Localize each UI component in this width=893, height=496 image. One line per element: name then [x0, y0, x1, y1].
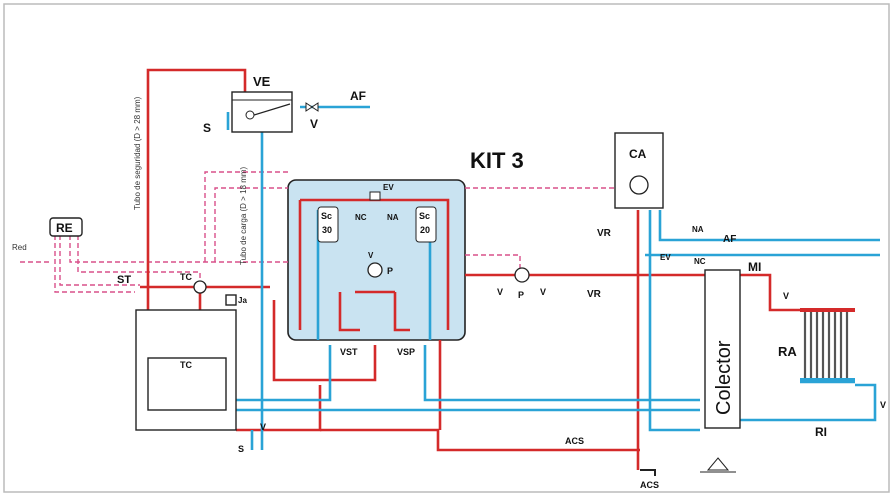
ground-icon: [700, 457, 736, 473]
tubo-seguridad-label: Tubo de seguridad (D > 28 mm): [133, 96, 142, 210]
sc20-label-a: Sc: [419, 211, 430, 221]
ra-label: RA: [778, 344, 797, 359]
pump-icon: [514, 267, 530, 283]
sc30-tank: [317, 206, 339, 243]
valve-icon: [305, 102, 313, 112]
pump-icon: [367, 262, 383, 278]
mi-label: MI: [748, 260, 761, 274]
radiator: [800, 308, 855, 382]
ve-label: VE: [253, 74, 271, 89]
ca-label: CA: [629, 147, 647, 161]
tc-sensor-icon: [193, 280, 207, 294]
ca-box: [614, 132, 664, 209]
boiler-window: [147, 357, 227, 411]
sc30-label-a: Sc: [321, 211, 332, 221]
ev-icon: [369, 191, 381, 201]
hot-pipes: [140, 68, 800, 470]
v-left-pump-label: V: [497, 287, 503, 297]
kit-title: KIT 3: [470, 148, 524, 173]
vr-top-label: VR: [597, 228, 612, 239]
nc-right-label: NC: [694, 257, 706, 266]
frame: [3, 3, 890, 493]
af-top-label: AF: [350, 89, 366, 103]
na-right-label: NA: [692, 225, 704, 234]
cold-pipes: [226, 105, 880, 450]
re-box: [49, 217, 83, 237]
sc20-label-b: 20: [420, 225, 430, 235]
vsp-label: VSP: [397, 347, 415, 357]
v-right-pump-label: V: [540, 287, 546, 297]
tubo-carga-label: Tubo de carga (D > 18 mm): [239, 166, 248, 265]
p-kit-label: P: [387, 266, 393, 276]
ca-pump-icon: [629, 175, 649, 195]
sc30-label-b: 30: [322, 225, 332, 235]
na-kit-label: NA: [387, 213, 399, 222]
p-pump-label: P: [518, 290, 524, 300]
st-label: ST: [117, 274, 131, 286]
tc-sensor-label: TC: [180, 272, 192, 282]
v-ri-label: V: [880, 400, 886, 410]
v-mi-label: V: [783, 291, 789, 301]
vr-bottom-label: VR: [587, 289, 602, 300]
vst-label: VST: [340, 347, 358, 357]
v-top-label: V: [310, 117, 318, 131]
ev-kit-label: EV: [383, 183, 394, 192]
control-wiring: [20, 171, 615, 293]
af-right-label: AF: [723, 234, 736, 245]
acs-bottom-label: ACS: [640, 480, 659, 490]
expansion-tank: [231, 91, 293, 133]
faucet-icon: [640, 469, 656, 476]
ri-label: RI: [815, 425, 827, 439]
kit3-box: [287, 179, 466, 341]
ev-right-label: EV: [660, 253, 671, 262]
ja-icon: [225, 294, 237, 306]
nc-kit-label: NC: [355, 213, 367, 222]
s-bottom-label: S: [238, 444, 244, 454]
sc20-tank: [415, 206, 437, 243]
tc-boiler-label: TC: [180, 360, 192, 370]
ja-label: Ja: [238, 296, 247, 305]
v-bottom-label: V: [260, 422, 266, 432]
colector-label: Colector: [713, 340, 735, 415]
s-top-label: S: [203, 121, 211, 135]
v-kit-label: V: [368, 251, 374, 260]
acs-mid-label: ACS: [565, 436, 584, 446]
colector-box: [704, 269, 741, 429]
re-label: RE: [56, 221, 73, 235]
red-label: Red: [12, 243, 27, 252]
